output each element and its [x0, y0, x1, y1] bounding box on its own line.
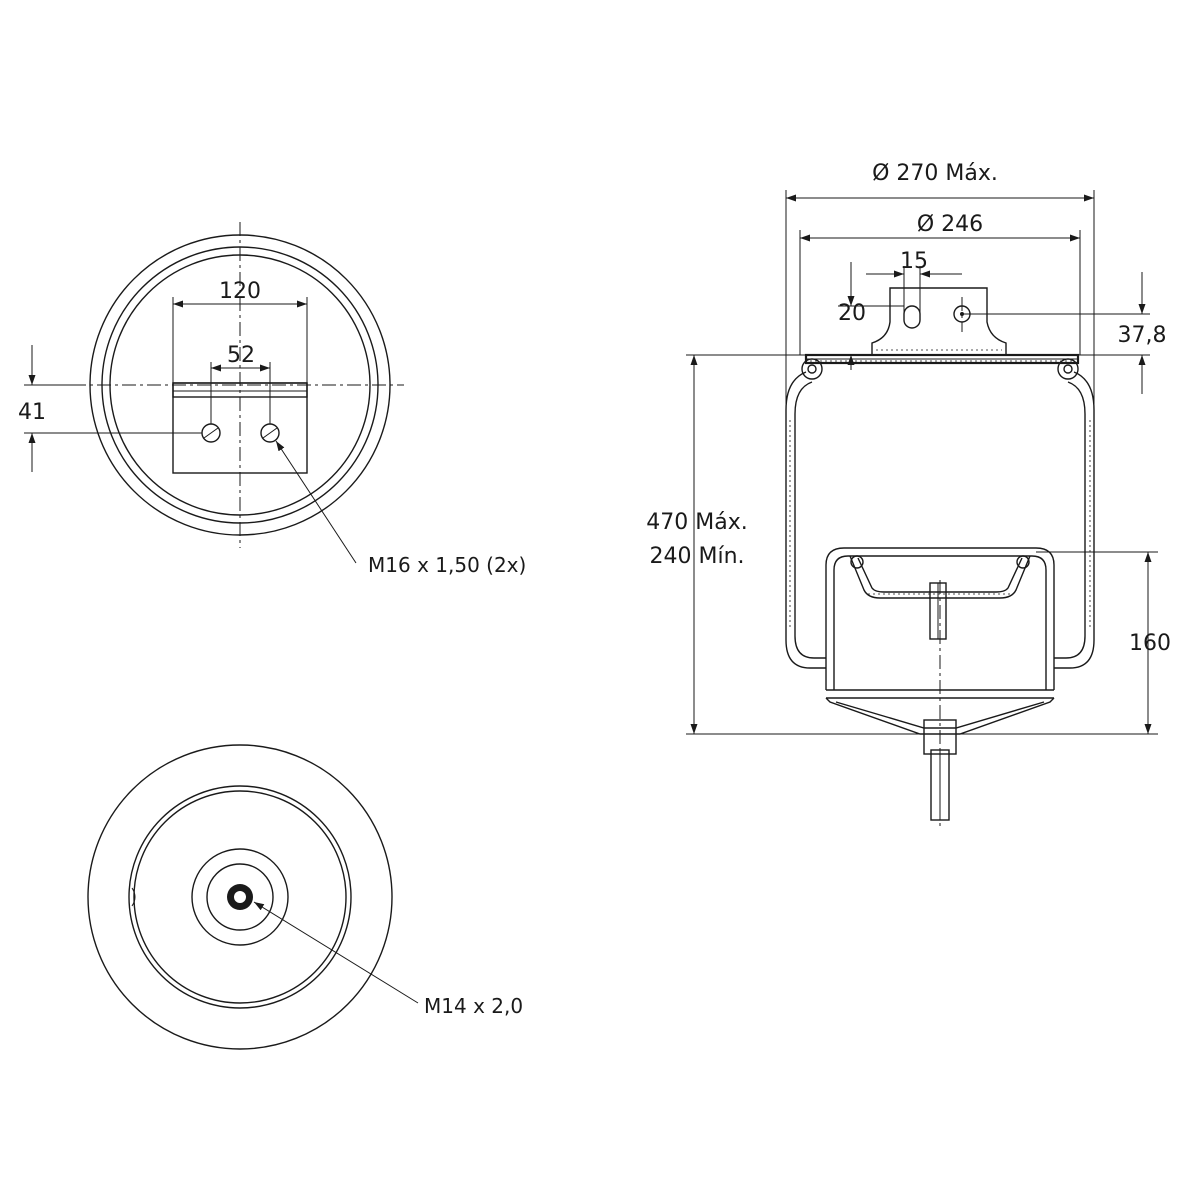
thread-m14-leader: M14 x 2,0: [253, 901, 523, 1018]
bellows-outer: [785, 371, 1095, 669]
stud-hole-right: [260, 423, 280, 443]
dim-270: Ø 270 Máx.: [785, 161, 1095, 405]
piston-body: [825, 547, 1055, 690]
mounting-stud-left: [903, 305, 921, 329]
diameter-symbol: Ø: [872, 161, 889, 186]
dim-20: 20: [838, 262, 904, 370]
dim-20-label: 20: [838, 301, 866, 326]
stud-hole-left: [201, 423, 221, 443]
thread-m16-callout: M16 x 1,50 (2x): [368, 553, 526, 577]
dim-160: 160: [960, 551, 1171, 735]
dim-41: 41: [18, 345, 202, 472]
bottom-piston-circle: [128, 785, 352, 1009]
bottom-view: M14 x 2,0: [87, 744, 523, 1050]
bottom-outer-circle: [87, 744, 393, 1050]
dim-37-8-label: 37,8: [1118, 323, 1167, 348]
bead-ring-left: [801, 358, 823, 380]
dim-52-label: 52: [227, 343, 255, 368]
bottom-piston-inner-circle: [133, 790, 347, 1004]
dim-15: 15: [866, 249, 962, 318]
bottom-boss-outer: [191, 848, 289, 946]
bottom-notch: [131, 887, 136, 907]
top-view: 120 52 41 M16 x 1,50 (2x): [18, 222, 526, 577]
side-view: Ø 270 Máx. Ø 246 15 20: [646, 161, 1171, 830]
dim-246: Ø 246: [799, 212, 1081, 355]
bellows-inner: [794, 381, 1086, 659]
dim-41-label: 41: [18, 400, 46, 425]
mounting-block: [871, 287, 1007, 355]
dim-240-min-label: 240 Mín.: [649, 544, 744, 569]
dim-120-label: 120: [219, 279, 261, 304]
bottom-boss-inner: [206, 863, 274, 931]
dim-270-label: Ø 270 Máx.: [872, 161, 998, 186]
thread-m16-leader: M16 x 1,50 (2x): [275, 440, 526, 577]
piston-wall-inner: [833, 555, 1047, 690]
dim-470-max-label: 470 Máx.: [646, 510, 747, 535]
piston-clamp-right: [1016, 555, 1030, 569]
dim-160-label: 160: [1129, 631, 1171, 656]
dim-52: 52: [210, 343, 271, 424]
dim-15-label: 15: [900, 249, 928, 274]
dim-246-label: Ø 246: [917, 212, 983, 237]
thread-m14-callout: M14 x 2,0: [424, 994, 523, 1018]
dim-120: 120: [172, 279, 308, 383]
dim-470-240: 470 Máx. 240 Mín.: [646, 354, 920, 735]
dim-37-8: 37,8: [962, 272, 1166, 394]
bead-ring-right: [1057, 358, 1079, 380]
piston-clamp-left: [850, 555, 864, 569]
